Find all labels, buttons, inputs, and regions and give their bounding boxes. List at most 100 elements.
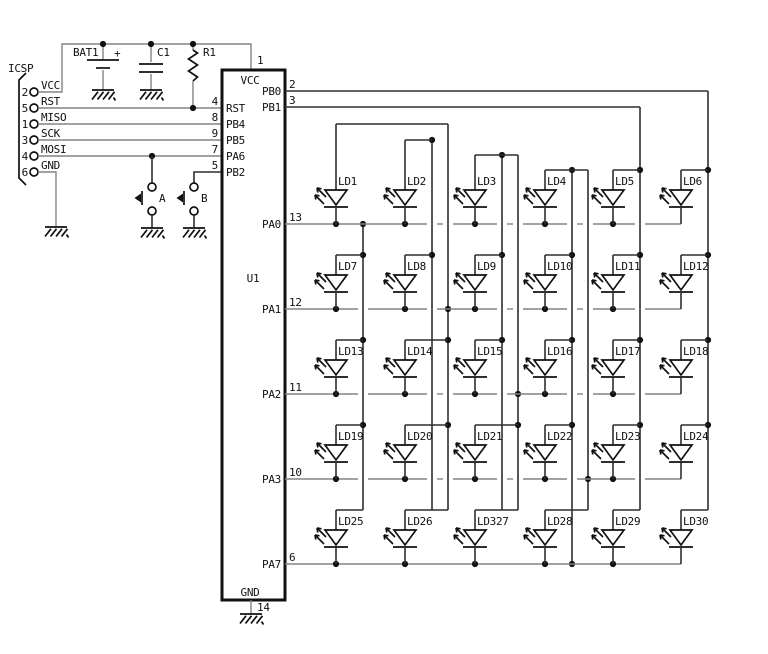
arrow-head bbox=[316, 187, 319, 193]
chip-pin-label-VCC: VCC bbox=[241, 74, 260, 87]
arrow-head bbox=[316, 357, 319, 363]
arrow-head bbox=[314, 279, 317, 285]
led-LD6: LD6 bbox=[659, 169, 708, 224]
led-emission-arrow-icon bbox=[525, 272, 536, 283]
ground-tail bbox=[160, 97, 165, 101]
arrow-head bbox=[591, 279, 594, 285]
led-LD20: LD20 bbox=[383, 424, 448, 479]
ground-tail bbox=[112, 97, 117, 101]
arrow-head bbox=[591, 449, 594, 455]
ground-tail bbox=[65, 234, 70, 238]
arrow-head bbox=[525, 187, 528, 193]
led-emission-arrow-icon bbox=[593, 527, 604, 538]
led-emission-arrow-icon bbox=[316, 357, 327, 368]
arrow-shaft bbox=[659, 534, 670, 545]
arrow-shaft bbox=[525, 527, 536, 538]
arrow-head bbox=[525, 527, 528, 533]
led-triangle bbox=[600, 189, 626, 207]
led-LD5: LD5 bbox=[591, 169, 640, 224]
arrow-head bbox=[453, 449, 456, 455]
led-triangle bbox=[668, 359, 694, 377]
arrow-shaft bbox=[525, 442, 536, 453]
arrow-shaft bbox=[523, 449, 534, 460]
led-emission-arrow-icon bbox=[593, 272, 604, 283]
led-LD9: LD9 bbox=[453, 254, 502, 309]
led-triangle bbox=[668, 189, 694, 207]
icsp-pin-circle-GND bbox=[29, 167, 39, 177]
ground-hatch bbox=[150, 91, 158, 101]
led-triangle bbox=[532, 274, 558, 292]
ground-hatch bbox=[60, 228, 69, 238]
led-emission-arrow-icon bbox=[314, 534, 325, 545]
ground-tail bbox=[260, 621, 265, 625]
led-LD14: LD14 bbox=[383, 339, 448, 394]
arrow-shaft bbox=[593, 527, 604, 538]
arrow-head bbox=[453, 534, 456, 540]
led-emission-arrow-icon bbox=[453, 534, 464, 545]
led-triangle bbox=[392, 189, 418, 207]
arrow-shaft bbox=[316, 272, 327, 283]
chip-pin-number-5: 5 bbox=[212, 159, 218, 172]
icsp-pin-circle-MISO bbox=[29, 119, 39, 129]
led-emission-arrow-icon bbox=[316, 527, 327, 538]
led-LD25: LD25 bbox=[314, 509, 364, 564]
led-emission-arrow-icon bbox=[314, 364, 325, 375]
arrow-shaft bbox=[314, 194, 325, 205]
led-triangle bbox=[532, 444, 558, 462]
led-emission-arrow-icon bbox=[385, 527, 396, 538]
arrow-shaft bbox=[453, 449, 464, 460]
led-label-LD15: LD15 bbox=[477, 345, 502, 358]
led-LD28: LD28 bbox=[523, 509, 588, 564]
led-triangle bbox=[668, 274, 694, 292]
ground-hatch bbox=[96, 91, 105, 101]
chip-pin-label-PB4: PB4 bbox=[226, 118, 246, 131]
arrow-head bbox=[523, 534, 526, 540]
led-label-LD12: LD12 bbox=[683, 260, 708, 273]
arrow-head bbox=[453, 364, 456, 370]
led-label-LD5: LD5 bbox=[615, 175, 634, 188]
led-emission-arrow-icon bbox=[385, 272, 396, 283]
arrow-head bbox=[385, 527, 388, 533]
arrow-head bbox=[453, 279, 456, 285]
arrow-shaft bbox=[383, 194, 394, 205]
led-label-LD26: LD26 bbox=[407, 515, 432, 528]
arrow-shaft bbox=[385, 272, 396, 283]
led-LD23: LD23 bbox=[591, 424, 641, 479]
chip-U1: U1VCC1GND14RST4PB48PB59PA67PB25PB02PB13P… bbox=[212, 54, 302, 614]
arrow-shaft bbox=[593, 187, 604, 198]
arrow-head bbox=[383, 194, 386, 200]
arrow-head bbox=[455, 272, 458, 278]
led-emission-arrow-icon bbox=[455, 272, 466, 283]
ground-tail bbox=[161, 235, 166, 239]
led-triangle bbox=[462, 359, 488, 377]
led-LD7: LD7 bbox=[314, 254, 363, 309]
icsp-gnd-wire bbox=[38, 171, 57, 227]
arrow-shaft bbox=[455, 527, 466, 538]
led-emission-arrow-icon bbox=[661, 272, 672, 283]
led-emission-arrow-icon bbox=[316, 272, 327, 283]
icsp-pin-circle-RST bbox=[29, 103, 39, 113]
arrow-head bbox=[455, 187, 458, 193]
resistor-label: R1 bbox=[203, 46, 216, 59]
arrow-head bbox=[523, 194, 526, 200]
led-emission-arrow-icon bbox=[659, 534, 670, 545]
icsp-pin-number-RST: 5 bbox=[22, 102, 28, 115]
arrow-head bbox=[659, 534, 662, 540]
button-label-A: A bbox=[159, 192, 166, 205]
led-emission-arrow-icon bbox=[383, 449, 394, 460]
arrow-shaft bbox=[314, 534, 325, 545]
led-label-LD25: LD25 bbox=[338, 515, 363, 528]
led-triangle bbox=[600, 359, 626, 377]
arrow-head bbox=[593, 357, 596, 363]
icsp-pin-circle-VCC bbox=[29, 87, 39, 97]
chip-body bbox=[220, 68, 287, 602]
led-triangle bbox=[532, 359, 558, 377]
arrow-shaft bbox=[453, 364, 464, 375]
ground-hatch bbox=[49, 228, 58, 238]
led-label-LD22: LD22 bbox=[547, 430, 572, 443]
led-LD2: LD2 bbox=[383, 139, 432, 224]
arrow-shaft bbox=[593, 357, 604, 368]
arrow-shaft bbox=[314, 279, 325, 290]
led-label-LD1: LD1 bbox=[338, 175, 357, 188]
